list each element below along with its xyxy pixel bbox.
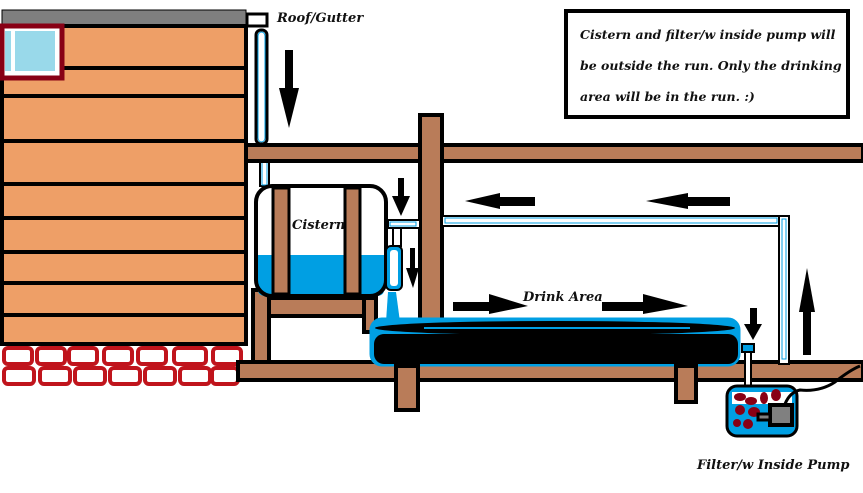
cistern-stand	[251, 288, 378, 364]
arrow-gutter-down	[279, 50, 299, 128]
cistern-label: Cistern	[292, 218, 345, 233]
flow-arrows	[279, 50, 815, 355]
arrow-top-left-2	[646, 193, 730, 209]
arrow-filter-inlet-down	[744, 308, 762, 340]
return-pipe	[441, 215, 790, 365]
drink-area-label: Drink Area	[522, 290, 603, 305]
arrow-cistern-inlet-down	[392, 178, 410, 216]
power-cord	[783, 364, 861, 405]
cistern: Cistern	[254, 184, 388, 298]
filter-with-pump: Filter/w Inside Pump	[696, 343, 861, 473]
cistern-outlet	[385, 219, 421, 322]
pump	[768, 403, 794, 427]
top-beam	[244, 143, 863, 163]
roof-gutter-label: Roof/Gutter	[276, 11, 364, 26]
gutter	[245, 12, 270, 187]
arrow-return-up	[799, 268, 815, 355]
window-pane-left	[5, 31, 11, 71]
note-box: Cistern and filter/w inside pump will be…	[564, 9, 850, 119]
arrow-cistern-outlet-down	[406, 248, 419, 288]
drink-area: Drink Area	[369, 290, 741, 367]
window-pane	[15, 31, 55, 71]
arrow-top-left-1	[465, 193, 535, 209]
brick-foundation	[2, 346, 243, 386]
drink-area-legs	[394, 364, 698, 412]
arrow-drink-right-1	[453, 294, 528, 314]
vertical-post	[418, 113, 444, 322]
filter-pump-label: Filter/w Inside Pump	[696, 458, 849, 473]
house	[0, 9, 248, 386]
siding-lines	[2, 66, 246, 317]
note-text: Cistern and filter/w inside pump will be…	[580, 27, 842, 104]
arrow-drink-right-2	[602, 294, 688, 314]
